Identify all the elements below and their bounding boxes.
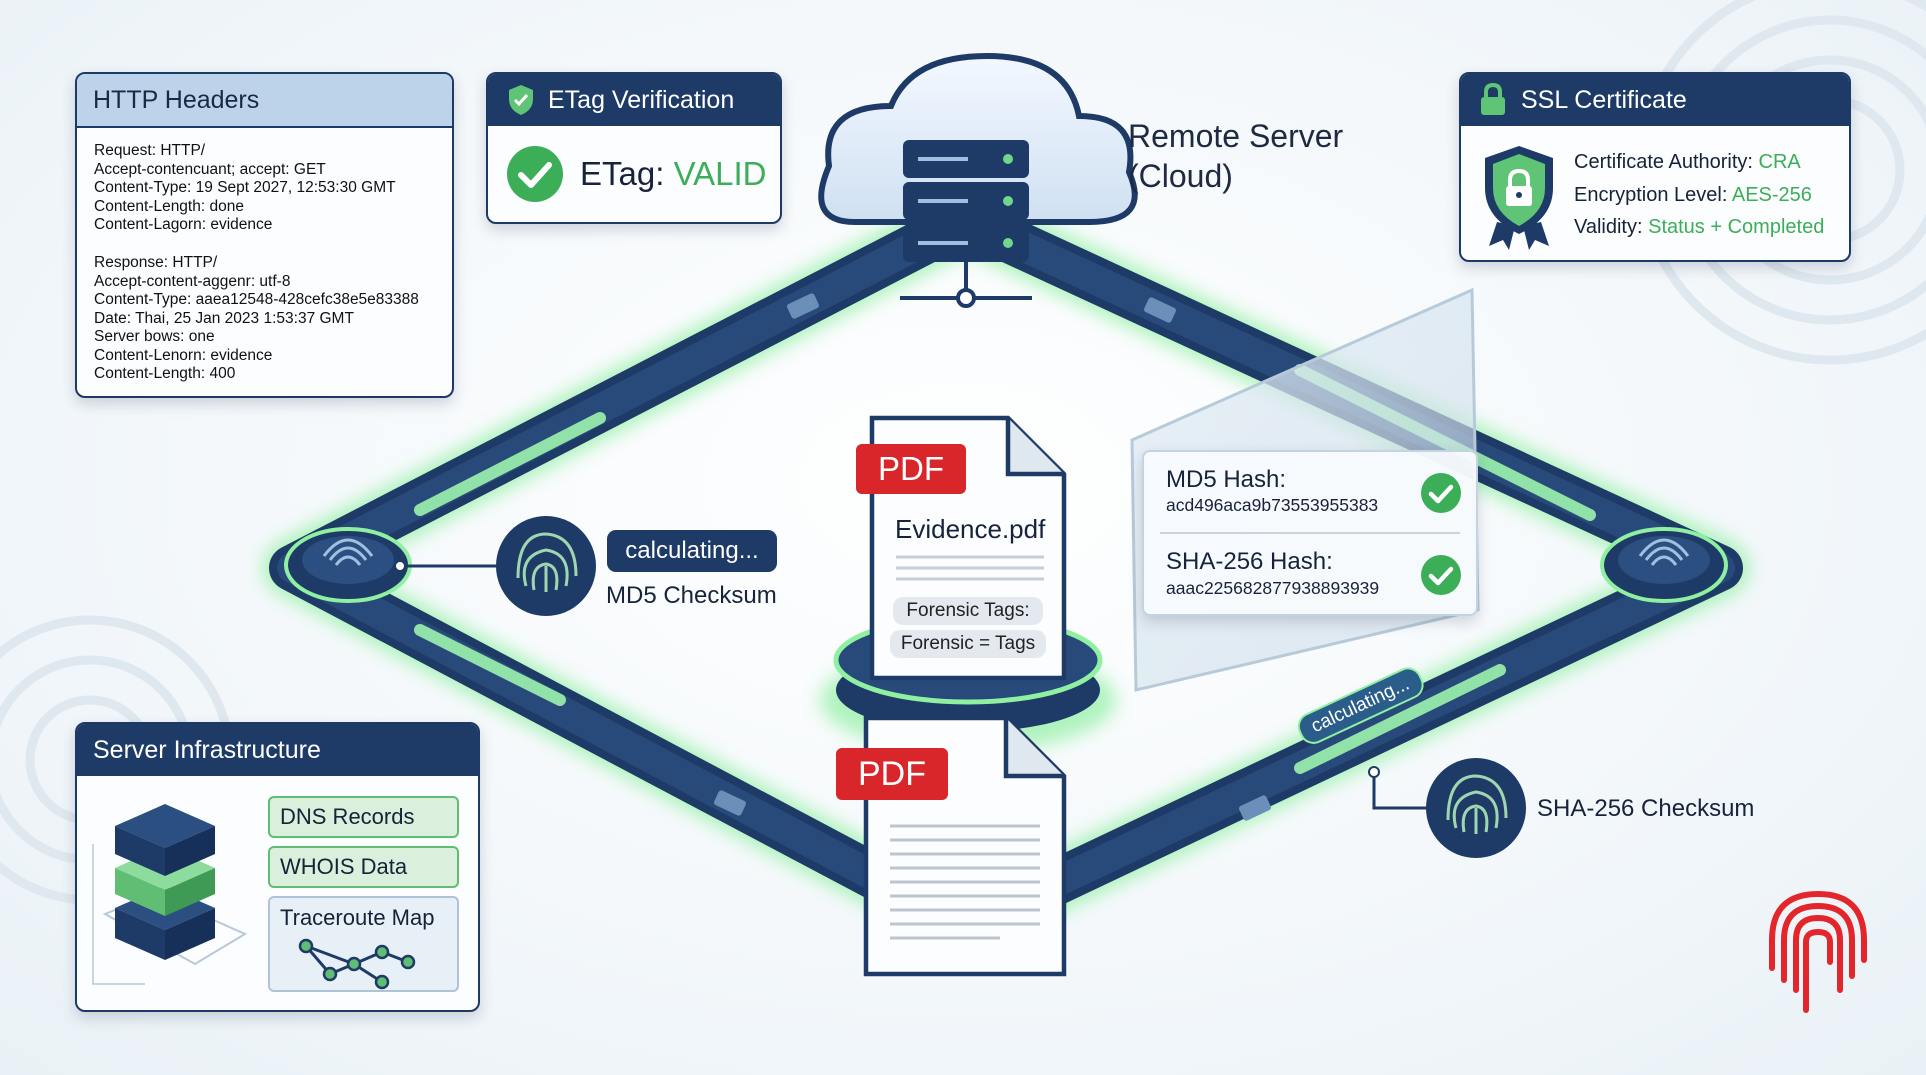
traceroute-map-label: Traceroute Map [280,905,435,930]
sha256-check-icon [1421,555,1461,595]
header-line: Content-Lagorn: evidence [94,216,273,233]
md5-fingerprint-icon [394,516,596,616]
ssl-row: Certificate Authority: CRA [1574,146,1824,179]
ssl-value: AES-256 [1731,183,1812,206]
sha256-hash-value: aaac225682877938893939 [1166,578,1380,598]
right-track-node [1600,527,1728,603]
http-headers-panel: HTTP Headers Request: HTTP/ Accept-conte… [75,72,454,398]
etag-header: ETag Verification [488,74,780,126]
ssl-value: Status + Completed [1648,216,1825,238]
http-headers-title: HTTP Headers [77,74,452,128]
md5-check-icon [1421,473,1461,513]
server-infrastructure-panel: Server Infrastructure DNS Records WHOIS … [75,722,480,1012]
dns-records-button[interactable]: DNS Records [268,796,459,838]
server-stack-icon [92,804,248,985]
pdf-badge-secondary: PDF [836,748,948,800]
header-line: Content-Type: 19 Sept 2027, 12:53:30 GMT [94,179,396,196]
cloud-server-icon [818,52,1138,308]
remote-server-label: Remote Server (Cloud) [1128,116,1343,196]
whois-data-button[interactable]: WHOIS Data [268,846,459,888]
header-line: Content-Length: done [94,197,244,215]
ssl-header: SSL Certificate [1461,74,1849,126]
http-request-lines: Request: HTTP/ Accept-contencuant; accep… [94,142,396,235]
remote-server-title: Remote Server [1128,118,1344,154]
ssl-key: Encryption Level: [1574,183,1728,206]
md5-checksum-label: MD5 Checksum [606,582,777,609]
infrastructure-title: Server Infrastructure [77,724,478,776]
left-track-node [284,527,412,603]
md5-hash-value: acd496aca9b73553955383 [1166,495,1379,515]
etag-valid-value: VALID [673,155,767,192]
etag-verification-panel: ETag Verification ETag: VALID [486,72,782,224]
ssl-key: Certificate Authority: [1574,151,1753,173]
evidence-filename: Evidence.pdf [895,514,1046,544]
ssl-row: Encryption Level: AES-256 [1574,179,1824,212]
hash-card: MD5 Hash: acd496aca9b73553955383 SHA-256… [1142,450,1478,616]
sha256-fingerprint-icon [1368,758,1526,858]
ssl-title: SSL Certificate [1521,86,1687,114]
ssl-certificate-panel: SSL Certificate Certificate Authority: C… [1459,72,1851,262]
remote-server-subtitle: (Cloud) [1128,158,1233,194]
security-badge-icon [1485,146,1553,250]
ssl-value: CRA [1758,151,1801,173]
forensic-tag: Forensic Tags: [893,597,1043,625]
ssl-row: Validity: Status + Completed [1574,211,1824,244]
md5-calculating-badge: calculating... [607,530,777,572]
forensic-tag: Forensic = Tags [890,630,1046,658]
sha256-checksum-label: SHA-256 Checksum [1537,795,1755,822]
header-line: Date: Thai, 25 Jan 2023 1:53:37 GMT [94,309,354,327]
etag-status: ETag: VALID [580,155,767,193]
http-response-lines: Response: HTTP/ Accept-content-aggenr: u… [94,254,419,384]
header-line: Content-Length: 400 [94,365,236,382]
traceroute-map-button[interactable]: Traceroute Map [268,896,459,992]
header-line: Content-Type: aaea12548-428cefc38e5e8338… [94,291,419,308]
etag-title: ETag Verification [548,86,735,114]
header-line: Content-Lenorn: evidence [94,346,273,364]
check-circle-icon [507,146,563,202]
etag-label: ETag: [580,155,665,192]
header-line: Request: HTTP/ [94,142,206,159]
ssl-key: Validity: [1574,216,1643,238]
md5-hash-label: MD5 Hash: [1166,466,1287,493]
brand-logo [1769,890,1867,1013]
header-line: Server bows: one [94,328,215,345]
shield-check-icon [509,85,533,115]
network-graph-icon [298,938,416,990]
ssl-rows: Certificate Authority: CRA Encryption Le… [1574,146,1824,244]
header-line: Accept-contencuant; accept: GET [94,160,326,178]
pdf-badge: PDF [856,444,966,494]
hash-divider [1160,532,1460,534]
padlock-icon [1481,83,1505,115]
header-line: Response: HTTP/ [94,254,218,271]
sha256-hash-label: SHA-256 Hash: [1166,548,1333,575]
header-line: Accept-content-aggenr: utf-8 [94,272,291,290]
